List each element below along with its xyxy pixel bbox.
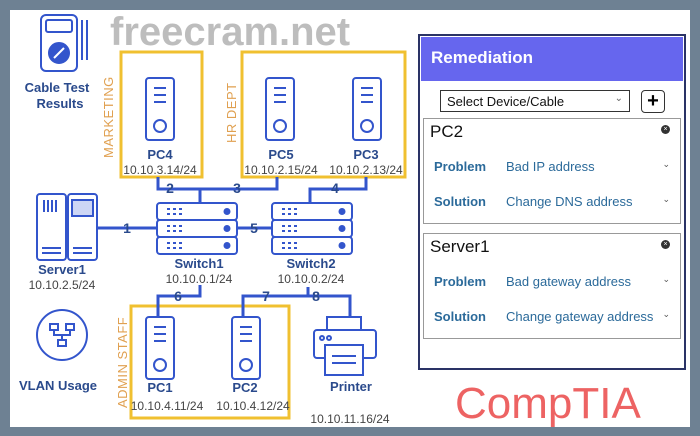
close-icon[interactable]: × xyxy=(661,125,670,134)
pc2-label: PC2 xyxy=(232,380,257,395)
cable-label-4: 4 xyxy=(331,180,339,196)
cable-6[interactable] xyxy=(156,285,202,317)
chevron-down-icon: ⌄ xyxy=(662,159,670,169)
solution-label: Solution xyxy=(434,309,486,324)
card-title: PC2 xyxy=(430,122,464,141)
pc3-ip: 10.10.2.13/24 xyxy=(329,163,403,177)
server1-label: Server1 xyxy=(38,262,86,277)
cable-test-label-1[interactable]: Cable Test xyxy=(25,80,90,95)
cable-label-1: 1 xyxy=(123,220,131,236)
cable-test-label-2[interactable]: Results xyxy=(37,96,84,111)
hr-group xyxy=(240,50,407,179)
cable-label-5: 5 xyxy=(250,220,258,236)
problem-label: Problem xyxy=(434,159,487,174)
switch2-label: Switch2 xyxy=(286,256,335,271)
marketing-group xyxy=(119,50,204,179)
close-icon[interactable]: × xyxy=(661,240,670,249)
solution-select[interactable]: Solution Change gateway address ⌄ xyxy=(434,309,670,327)
problem-label: Problem xyxy=(434,274,487,289)
pc1-ip: 10.10.4.11/24 xyxy=(131,399,204,413)
switch2-ip: 10.10.0.2/24 xyxy=(278,272,345,286)
admin-label: ADMIN STAFF xyxy=(115,317,130,408)
watermark-comptia: CompTIA xyxy=(455,379,641,428)
chevron-down-icon: ⌄ xyxy=(662,274,670,284)
pc2-ip: 10.10.4.12/24 xyxy=(216,399,290,413)
chevron-down-icon: ⌄ xyxy=(614,93,623,104)
switch1-label: Switch1 xyxy=(174,256,223,271)
pc5-ip: 10.10.2.15/24 xyxy=(244,163,318,177)
cable-3[interactable] xyxy=(200,177,279,191)
problem-value: Bad gateway address xyxy=(506,274,632,289)
marketing-label: MARKETING xyxy=(101,76,116,158)
vlan-usage-icon[interactable] xyxy=(36,309,88,361)
chevron-down-icon: ⌄ xyxy=(662,309,670,319)
pc4-label: PC4 xyxy=(147,147,173,162)
remediation-card-pc2: PC2 × Problem Bad IP address ⌄ Solution … xyxy=(423,118,681,224)
device-cable-select[interactable]: Select Device/Cable ⌄ xyxy=(440,90,630,112)
switch2[interactable] xyxy=(271,202,353,255)
pc4-ip: 10.10.3.14/24 xyxy=(123,163,197,177)
vlan-usage-label: VLAN Usage xyxy=(19,378,97,393)
admin-group xyxy=(129,304,291,420)
problem-value: Bad IP address xyxy=(506,159,595,174)
pc1-label: PC1 xyxy=(147,380,172,395)
remediation-panel: Remediation Select Device/Cable ⌄ + PC2 … xyxy=(418,34,686,370)
cable-label-6: 6 xyxy=(174,288,182,304)
pc5[interactable] xyxy=(265,77,295,141)
cable-7[interactable] xyxy=(241,294,352,317)
watermark-freecram: freecram.net xyxy=(110,10,350,54)
cable-test-icon[interactable] xyxy=(40,14,88,72)
server1[interactable] xyxy=(36,193,98,261)
server1-ip: 10.10.2.5/24 xyxy=(29,278,96,292)
add-button[interactable]: + xyxy=(641,90,665,113)
pc4[interactable] xyxy=(145,77,175,141)
pc3[interactable] xyxy=(352,77,382,141)
problem-select[interactable]: Problem Bad IP address ⌄ xyxy=(434,159,670,177)
pc1[interactable] xyxy=(145,316,175,380)
cable-2[interactable] xyxy=(156,177,202,203)
switch1-ip: 10.10.0.1/24 xyxy=(166,272,233,286)
pc2[interactable] xyxy=(231,316,261,380)
cable-label-2: 2 xyxy=(166,180,174,196)
chevron-down-icon: ⌄ xyxy=(662,194,670,204)
select-placeholder: Select Device/Cable xyxy=(447,94,565,109)
hr-label: HR DEPT xyxy=(224,82,239,143)
cable-4[interactable] xyxy=(308,177,368,203)
printer[interactable] xyxy=(313,316,377,376)
remediation-title: Remediation xyxy=(421,37,683,81)
problem-select[interactable]: Problem Bad gateway address ⌄ xyxy=(434,274,670,292)
solution-value: Change DNS address xyxy=(506,194,633,209)
remediation-card-server1: Server1 × Problem Bad gateway address ⌄ … xyxy=(423,233,681,339)
printer-ip: 10.10.11.16/24 xyxy=(310,412,390,426)
switch1[interactable] xyxy=(156,202,238,255)
solution-value: Change gateway address xyxy=(506,309,654,324)
printer-label: Printer xyxy=(330,379,372,394)
cable-label-7: 7 xyxy=(262,288,270,304)
cable-label-8: 8 xyxy=(312,288,320,304)
cable-label-3: 3 xyxy=(233,180,241,196)
solution-select[interactable]: Solution Change DNS address ⌄ xyxy=(434,194,670,212)
solution-label: Solution xyxy=(434,194,486,209)
pc3-label: PC3 xyxy=(353,147,378,162)
pc5-label: PC5 xyxy=(268,147,293,162)
card-title: Server1 xyxy=(430,237,490,256)
